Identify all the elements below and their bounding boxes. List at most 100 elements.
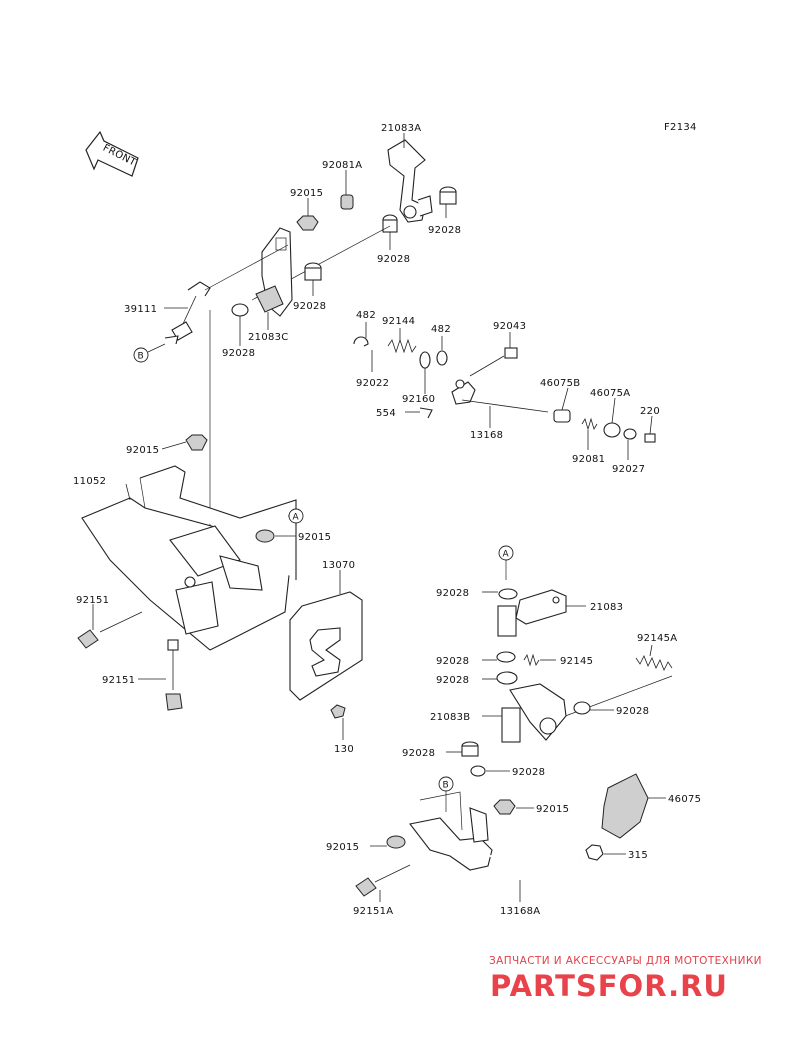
clip-482-right: [436, 350, 448, 366]
screw-220: [644, 433, 656, 443]
collar-92015-a: [255, 529, 275, 543]
label-92145: 92145: [560, 656, 593, 667]
watermark-tagline: ЗАПЧАСТИ И АКСЕССУАРЫ ДЛЯ МОТОТЕХНИКИ: [489, 955, 762, 967]
label-21083: 21083: [590, 602, 623, 613]
collar-92028-lower-h: [573, 701, 591, 715]
figure-code: F2134: [664, 122, 697, 133]
watermark: ЗАПЧАСТИ И АКСЕССУАРЫ ДЛЯ МОТОТЕХНИКИ PA…: [489, 955, 762, 1003]
label-92028-b: 92028: [377, 254, 410, 265]
front-arrow-icon: FRONT: [85, 130, 139, 177]
label-46075a: 46075A: [590, 388, 630, 399]
part-labels: 21083A 92081A 92015 92028 92028 92028 39…: [73, 123, 701, 917]
arm-21083: [497, 589, 567, 637]
bolt-92151-lower: [165, 639, 183, 711]
label-92145a: 92145A: [637, 633, 677, 644]
shift-arm-21083a: [387, 139, 433, 223]
label-13168: 13168: [470, 430, 503, 441]
label-130: 130: [334, 744, 354, 755]
label-21083b: 21083B: [430, 712, 470, 723]
label-92028-d: 92028: [222, 348, 255, 359]
label-315: 315: [628, 850, 648, 861]
spring-92145a: [635, 655, 673, 671]
label-46075: 46075: [668, 794, 701, 805]
spring-92081: [581, 417, 598, 431]
gate-plate-13070: [289, 591, 363, 701]
ref-marker-a-upper: A: [288, 508, 304, 524]
pin-554: [419, 407, 433, 419]
label-92144: 92144: [382, 316, 415, 327]
label-92043: 92043: [493, 321, 526, 332]
svg-text:B: B: [138, 352, 144, 362]
watermark-brand: PARTSFOR.RU: [490, 969, 728, 1003]
label-92081a: 92081A: [322, 160, 362, 171]
collar-92028-upper-mid: [382, 214, 398, 233]
label-92151a: 92151A: [353, 906, 393, 917]
pedal-shaft-13168a: [409, 807, 581, 890]
ref-marker-a-lower: A: [498, 545, 514, 580]
label-92081: 92081: [572, 454, 605, 465]
ref-marker-b-lower: B: [419, 776, 463, 831]
bolt-92151-left: [77, 611, 143, 649]
bolt-92151a: [355, 864, 411, 897]
label-46075b: 46075B: [540, 378, 580, 389]
bolt-130: [330, 704, 346, 719]
collar-92081a: [340, 194, 354, 210]
label-11052: 11052: [73, 476, 106, 487]
label-92151-lower: 92151: [102, 675, 135, 686]
collar-92015-left: [386, 835, 406, 849]
label-92015-a: 92015: [298, 532, 331, 543]
collar-92028-lower-j: [470, 765, 486, 777]
shift-pedal-rubber-46075: [601, 773, 649, 839]
washer-92160: [419, 351, 431, 369]
washer-92028-lower-g: [496, 671, 518, 685]
rod-39111: [164, 281, 211, 345]
arm-21083b: [501, 683, 567, 743]
label-92028-c: 92028: [293, 301, 326, 312]
label-92028-e: 92028: [436, 588, 469, 599]
pipe-21083c: [255, 285, 284, 313]
label-13070: 13070: [322, 560, 355, 571]
label-92151-left: 92151: [76, 595, 109, 606]
ref-marker-b-upper: B: [133, 343, 166, 363]
collar-92028-upper-b: [304, 262, 322, 281]
label-92028-h: 92028: [616, 706, 649, 717]
label-92015-low: 92015: [536, 804, 569, 815]
frame-11052: [81, 465, 297, 651]
clip-482-left: [353, 336, 369, 347]
label-482-left: 482: [356, 310, 376, 321]
spring-92145: [523, 653, 540, 667]
collar-92028-lower-i: [461, 741, 479, 757]
svg-text:A: A: [503, 550, 510, 560]
leader-lines: [92, 133, 666, 902]
label-92028-j: 92028: [512, 767, 545, 778]
label-92015-top: 92015: [290, 188, 323, 199]
nut-92015-low: [493, 799, 516, 815]
nut-92015-top: [296, 215, 319, 231]
label-482-right: 482: [431, 324, 451, 335]
collar-92028-upper-right: [439, 186, 457, 205]
collar-92028-lower-f: [496, 651, 516, 663]
svg-text:B: B: [443, 781, 449, 791]
label-92028-g: 92028: [436, 675, 469, 686]
label-21083c: 21083C: [248, 332, 289, 343]
label-92160: 92160: [402, 394, 435, 405]
label-13168a: 13168A: [500, 906, 540, 917]
svg-text:A: A: [293, 513, 300, 523]
label-21083a: 21083A: [381, 123, 421, 134]
shaft-13168: [451, 379, 549, 413]
collar-92028-lower-e: [498, 588, 518, 600]
spring-92144: [387, 338, 417, 354]
collar-46075b: [553, 409, 571, 423]
nut-315: [585, 844, 604, 861]
label-220: 220: [640, 406, 660, 417]
label-92028-a: 92028: [428, 225, 461, 236]
label-92015-left: 92015: [326, 842, 359, 853]
label-92028-i: 92028: [402, 748, 435, 759]
nut-92015-mid: [185, 434, 208, 451]
label-92015-mid: 92015: [126, 445, 159, 456]
knob-46075a: [603, 422, 621, 438]
bolt-92043: [469, 347, 518, 377]
washer-92028-upper-c: [231, 303, 249, 317]
label-39111: 39111: [124, 304, 157, 315]
